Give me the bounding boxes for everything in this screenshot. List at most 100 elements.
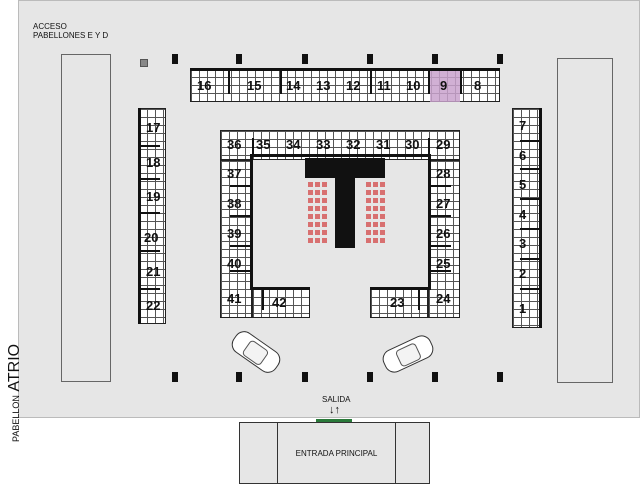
wall — [520, 258, 542, 260]
stand-2[interactable]: 2 — [519, 266, 527, 281]
stand-31[interactable]: 31 — [376, 137, 391, 152]
marker-square — [140, 59, 148, 67]
stand-1[interactable]: 1 — [519, 301, 527, 316]
seat — [322, 230, 327, 235]
wall — [230, 185, 250, 187]
stand-5[interactable]: 5 — [519, 177, 527, 192]
wall — [520, 288, 542, 290]
seat — [315, 230, 320, 235]
stand-40[interactable]: 40 — [227, 256, 242, 271]
seat — [373, 190, 378, 195]
stand-35[interactable]: 35 — [256, 137, 271, 152]
pillar — [497, 54, 503, 64]
stand-16[interactable]: 16 — [197, 78, 212, 93]
wall — [520, 228, 542, 230]
pillar — [302, 372, 308, 382]
stand-37[interactable]: 37 — [227, 166, 242, 181]
wall — [431, 185, 451, 187]
left-hall — [61, 54, 111, 382]
seat — [308, 222, 313, 227]
wall — [539, 108, 542, 328]
stand-30[interactable]: 30 — [405, 137, 420, 152]
central-right-column — [428, 160, 460, 318]
pillar — [367, 54, 373, 64]
pillar — [172, 54, 178, 64]
seat — [380, 214, 385, 219]
wall — [230, 215, 250, 217]
stand-9[interactable]: 9 — [440, 78, 448, 93]
seat — [366, 182, 371, 187]
stand-23[interactable]: 23 — [390, 295, 405, 310]
wall — [138, 145, 160, 147]
stand-15[interactable]: 15 — [247, 78, 262, 93]
stand-8[interactable]: 8 — [474, 78, 482, 93]
stand-41[interactable]: 41 — [227, 291, 242, 306]
seat — [308, 190, 313, 195]
stand-14[interactable]: 14 — [286, 78, 301, 93]
seat — [380, 230, 385, 235]
entrance-divider-left — [277, 423, 278, 483]
pillar — [367, 372, 373, 382]
stand-32[interactable]: 32 — [346, 137, 361, 152]
wall — [138, 108, 141, 324]
stand-7[interactable]: 7 — [519, 118, 527, 133]
stand-39[interactable]: 39 — [227, 226, 242, 241]
stand-21[interactable]: 21 — [146, 264, 161, 279]
wall — [250, 287, 310, 290]
stand-4[interactable]: 4 — [519, 207, 527, 222]
wall — [520, 140, 542, 142]
stand-17[interactable]: 17 — [146, 120, 161, 135]
stand-28[interactable]: 28 — [436, 166, 451, 181]
stand-12[interactable]: 12 — [346, 78, 361, 93]
seat — [322, 190, 327, 195]
access-label-line2: PABELLONES E Y D — [33, 31, 109, 40]
right-stand-column — [512, 108, 542, 328]
pillar — [302, 54, 308, 64]
stand-13[interactable]: 13 — [316, 78, 331, 93]
wall — [138, 288, 160, 290]
stand-6[interactable]: 6 — [519, 148, 527, 163]
wall — [428, 154, 431, 290]
seat — [315, 238, 320, 243]
stage-stem — [335, 178, 355, 248]
stand-3[interactable]: 3 — [519, 236, 527, 251]
wall — [250, 154, 430, 157]
wall — [230, 245, 250, 247]
stand-22[interactable]: 22 — [146, 298, 161, 313]
wall — [431, 215, 451, 217]
stand-42[interactable]: 42 — [272, 295, 287, 310]
exit-label: SALIDA — [322, 395, 351, 404]
stand-11[interactable]: 11 — [377, 78, 391, 93]
stage-top — [305, 158, 385, 178]
stand-38[interactable]: 38 — [227, 196, 242, 211]
seat — [308, 198, 313, 203]
stand-25[interactable]: 25 — [436, 256, 451, 271]
access-label-line1: ACCESO — [33, 22, 67, 31]
access-label: ACCESO PABELLONES E Y D — [33, 22, 108, 40]
stand-33[interactable]: 33 — [316, 137, 331, 152]
stand-24[interactable]: 24 — [436, 291, 451, 306]
stand-10[interactable]: 10 — [406, 78, 421, 93]
seat — [380, 198, 385, 203]
wall — [520, 198, 542, 200]
stand-18[interactable]: 18 — [146, 155, 161, 170]
stand-27[interactable]: 27 — [436, 196, 451, 211]
exit-door[interactable] — [316, 419, 352, 422]
main-entrance[interactable]: ENTRADA PRINCIPAL — [239, 422, 430, 484]
stand-26[interactable]: 26 — [436, 226, 451, 241]
seat — [373, 198, 378, 203]
stand-29[interactable]: 29 — [436, 137, 451, 152]
seat — [366, 206, 371, 211]
seat — [322, 214, 327, 219]
stand-19[interactable]: 19 — [146, 189, 161, 204]
pillar — [172, 372, 178, 382]
pavilion-floor — [18, 0, 640, 418]
stand-34[interactable]: 34 — [286, 137, 301, 152]
stand-9-highlight — [430, 68, 460, 102]
pillar — [236, 54, 242, 64]
seat — [322, 238, 327, 243]
seat — [322, 222, 327, 227]
stand-36[interactable]: 36 — [227, 137, 242, 152]
seat — [366, 198, 371, 203]
stand-20[interactable]: 20 — [144, 230, 159, 245]
